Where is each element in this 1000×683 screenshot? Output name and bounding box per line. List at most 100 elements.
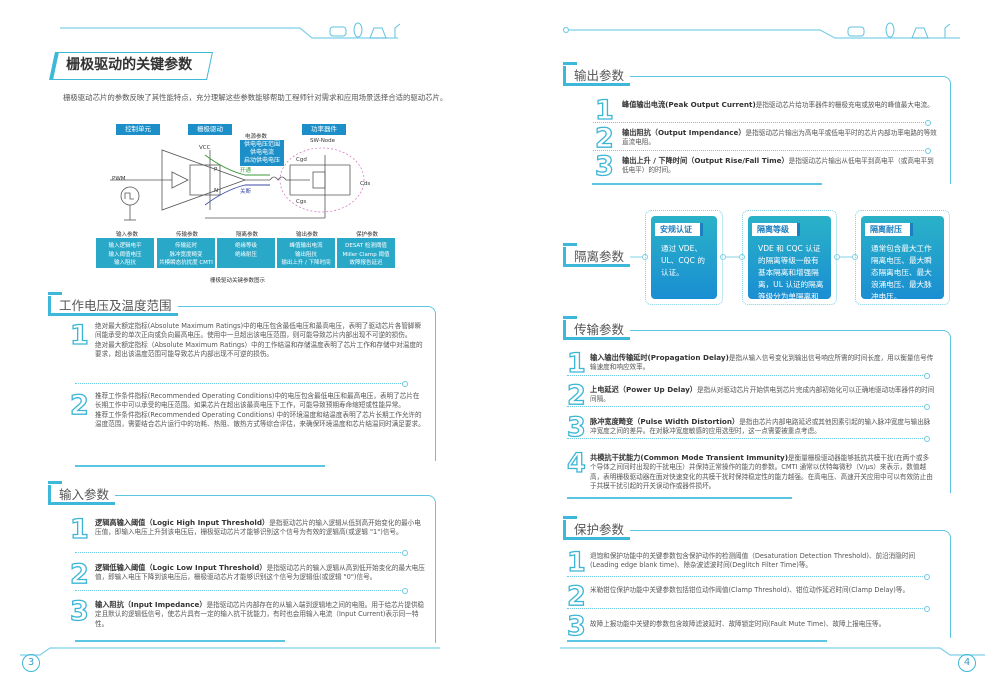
section-bottom-line	[567, 497, 792, 499]
voltage-item-2: 推荐工作条件指标(Recommended Operating Condition…	[95, 392, 425, 429]
transmission-item-3: 脉冲宽度畸变（Pulse Width Distortion）是指由芯片内部电路延…	[590, 417, 935, 437]
item-title: 共模抗干扰能力(Common Mode Transient Immunity)	[590, 453, 789, 462]
item-number: 1	[566, 348, 586, 379]
item-text: 是指从输入信号变化到输出信号响应所需的时间长度，用以衡量信号传输速度和响应效率。	[590, 354, 934, 372]
robot-arm-icon	[394, 23, 401, 38]
item-text: 是指驱动芯片的输入逻辑从低到高开始变化的最小电压值，即输入电压上升到该电压后，栅…	[95, 519, 421, 537]
item-text: 推荐工作条件指标(Recommended Operating Condition…	[95, 410, 425, 428]
item-number: 2	[566, 581, 586, 612]
item-number: 3	[566, 611, 586, 642]
charger-icon	[885, 22, 895, 38]
intro-paragraph: 栅极驱动芯片的参数反映了其性能特点，充分理解这些参数能够帮助工程师针对需求和应用…	[63, 93, 448, 102]
item-title: 上电延迟（Power Up Delay）	[590, 385, 697, 394]
protection-section-title: 保护参数	[563, 516, 631, 540]
card-body: 隔离耐压 通常包含最大工作隔离电压、最大瞬态隔离电压、最大浪涌电压、最大脉冲电压…	[861, 216, 944, 301]
item-title: 逻辑低输入阈值（Logic Low Input Threshold）	[95, 563, 267, 572]
item-title: 输入阻抗（Input Impedance）	[95, 600, 207, 609]
transmission-section-frame	[575, 330, 951, 493]
solar-icon	[369, 27, 387, 39]
diagram-caption: 栅极驱动关键参数图示	[210, 278, 266, 284]
item-title: 输出上升 / 下降时间（Output Rise/Fall Time）	[622, 156, 789, 165]
item-divider	[593, 119, 931, 126]
item-number: 2	[69, 390, 89, 421]
item-text: 是衡量栅极驱动器能够抵抗共模干扰(在两个或多个导体之间同时出现的干扰电压）并保持…	[590, 454, 933, 490]
car-icon	[329, 26, 347, 37]
item-text: 是指驱动芯片输出从低电平到高电平（或高电平到低电平）的时间。	[622, 157, 934, 175]
output-item-1: 峰值输出电流(Peak Output Current)是指驱动芯片给功率器件的栅…	[622, 100, 937, 110]
item-number: 3	[566, 412, 586, 443]
section-bottom-line	[75, 465, 325, 467]
item-text: 是指由芯片内部电路延迟或其他因素引起的输入脉冲宽度与输出脉冲宽度之间的差异。在对…	[590, 418, 931, 436]
power-item: 供电电流	[249, 149, 274, 156]
input-item-2: 逻辑低输入阈值（Logic Low Input Threshold）是指驱动芯片…	[95, 563, 425, 583]
input-section-frame	[60, 495, 436, 643]
cat-box-output: 峰值输出电流 输出阻抗 输出上升 / 下降时间	[277, 238, 335, 268]
item-title: 输入输出传输延时(Propagation Delay)	[590, 353, 729, 362]
charger-icon	[353, 22, 363, 38]
robot-arm-icon	[944, 23, 951, 38]
cgd-label: Cgd	[296, 157, 307, 163]
item-number: 4	[566, 448, 586, 479]
transmission-section-title: 传输参数	[563, 316, 631, 340]
circuit-lines	[110, 147, 365, 221]
turn-on-label: 开通	[240, 168, 252, 174]
gate-driver-diagram: 控制单元 栅极驱动 功率器件 电源参数 供电电压范围 供电电流 启动供电电压 V…	[0, 0, 500, 300]
card-tag: 安规认证	[655, 223, 703, 236]
pwm-label: PWM	[112, 176, 126, 182]
item-text: 米勒钳位保护功能中关键参数包括钳位动作阈值(Clamp Threshold)、钳…	[590, 586, 910, 594]
input-item-3: 输入阻抗（Input Impedance）是指驱动芯片内部存在的从输入端到逻辑地…	[95, 600, 425, 629]
cat-box-transmission: 传输延时 脉冲宽度畸变 共模瞬态抗扰度 CMTI	[157, 238, 215, 268]
output-section-frame	[575, 76, 951, 184]
item-text: 绝对最大额定指标(Absolute Maximum Ratings)中的电压包含…	[95, 322, 422, 340]
item-divider	[567, 573, 930, 580]
output-item-2: 输出阻抗（Output Impendance）是指驱动芯片输出为高电平或低电平时…	[622, 128, 937, 148]
item-title: 峰值输出电流(Peak Output Current)	[622, 100, 756, 109]
protection-item-1: 退饱和保护功能中的关键参数包含保护动作的检测阈值（Desaturation De…	[590, 552, 935, 571]
diagram-head-control: 控制单元	[116, 124, 160, 135]
item-number: 2	[594, 123, 614, 154]
voltage-section-title: 工作电压及温度范围	[48, 292, 178, 316]
item-number: 1	[566, 547, 586, 578]
item-text: 是指驱动芯片输出为高电平或低电平时的芯片内部功率电路的等效直流电阻。	[622, 129, 937, 147]
cat-box-input: 输入逻辑电平 输入阈值电压 输入阻抗	[96, 238, 154, 268]
cat-label-isolation: 隔离参数	[236, 232, 259, 238]
isolation-card-safety: 安规认证 通过 VDE、UL、CQC 的认证。	[645, 210, 723, 305]
power-params-box: 供电电压范围 供电电流 启动供电电压	[240, 140, 284, 166]
output-item-3: 输出上升 / 下降时间（Output Rise/Fall Time）是指驱动芯片…	[622, 156, 937, 176]
item-number: 1	[594, 95, 614, 126]
page-number: 3	[22, 654, 40, 672]
page-number: 4	[958, 654, 976, 672]
isolation-section-title: 隔离参数	[563, 243, 631, 267]
item-number: 1	[69, 514, 89, 545]
power-item: 供电电压范围	[243, 141, 280, 148]
vcc-label: VCC	[199, 145, 211, 151]
item-text: 退饱和保护功能中的关键参数包含保护动作的检测阈值（Desaturation De…	[590, 552, 916, 570]
input-section-title: 输入参数	[48, 481, 116, 505]
input-item-1: 逻辑高输入阈值（Logic High Input Threshold）是指驱动芯…	[95, 518, 425, 538]
item-number: 2	[566, 380, 586, 411]
power-params-label: 电源参数	[245, 134, 268, 140]
diagram-head-driver: 栅极驱动	[188, 124, 232, 135]
item-title: 脉冲宽度畸变（Pulse Width Distortion）	[590, 417, 740, 426]
cat-label-transmission: 传输参数	[176, 232, 199, 238]
card-tag: 隔离耐压	[865, 223, 913, 236]
item-text: 是指驱动芯片的输入逻辑从高到低开始变化的最大电压值，即输入电压下降到该电压后，栅…	[95, 564, 425, 582]
protection-item-3: 故障上报功能中关键的参数包含故障滤波延时、故障锁定时间(Fault Mute T…	[590, 620, 935, 629]
item-title: 输出阻抗（Output Impendance）	[622, 128, 746, 137]
item-number: 3	[69, 596, 89, 627]
output-section-title: 输出参数	[563, 62, 631, 86]
industry-icons-right	[847, 22, 951, 39]
item-divider	[567, 605, 930, 612]
industry-icons-left	[329, 22, 401, 39]
item-divider	[75, 587, 408, 594]
protection-item-2: 米勒钳位保护功能中关键参数包括钳位动作阈值(Clamp Threshold)、钳…	[590, 586, 935, 595]
turn-off-label: 关断	[240, 189, 252, 195]
voltage-section-frame	[60, 306, 436, 461]
item-number: 1	[69, 320, 89, 351]
transmission-item-4: 共模抗干扰能力(Common Mode Transient Immunity)是…	[590, 453, 935, 491]
solar-icon	[911, 27, 929, 39]
item-text: 是指驱动芯片给功率器件的栅极充电或放电的峰值最大电流。	[755, 101, 934, 109]
item-divider	[567, 403, 930, 410]
item-text: 是指从对驱动芯片开始供电到芯片完成内部初始化可以正确地驱动功率器件的时间间隔。	[590, 386, 935, 404]
sw-node-label: SW-Node	[310, 138, 336, 144]
